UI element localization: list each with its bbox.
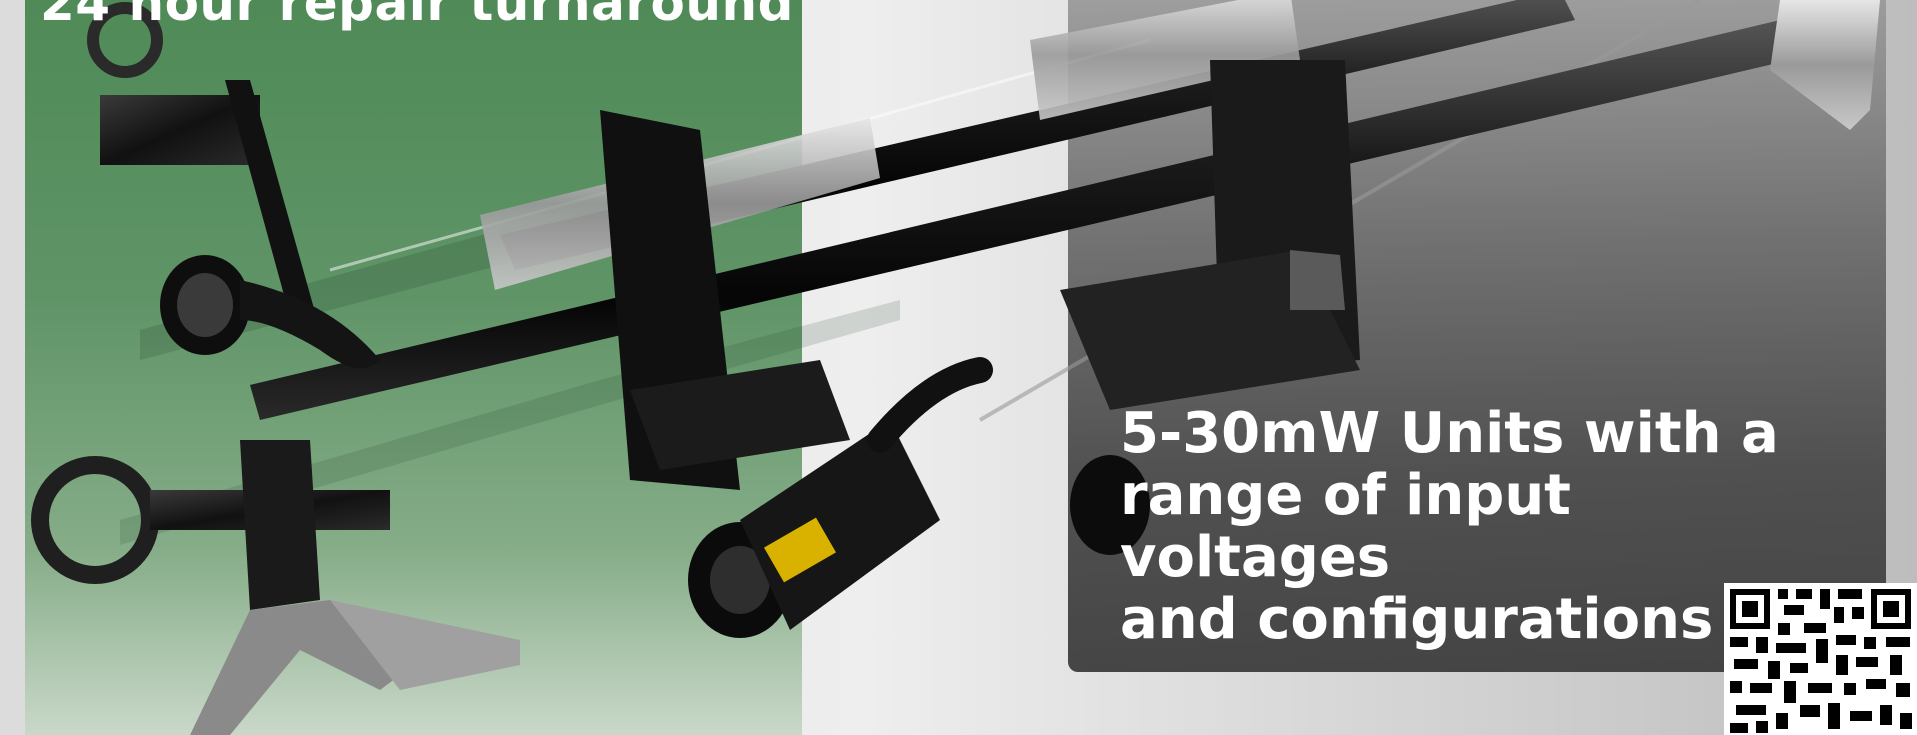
headline-line-1: 5-30mW Units with a xyxy=(1120,401,1779,466)
headline-line-2: range of input voltages xyxy=(1120,463,1571,590)
qr-code-icon xyxy=(1724,583,1917,735)
headline-line-3: and configurations xyxy=(1120,587,1714,652)
headline-repair-turnaround: 24 hour repair turnaround xyxy=(40,0,794,32)
headline-units-range: 5-30mW Units with a range of input volta… xyxy=(1120,403,1860,651)
